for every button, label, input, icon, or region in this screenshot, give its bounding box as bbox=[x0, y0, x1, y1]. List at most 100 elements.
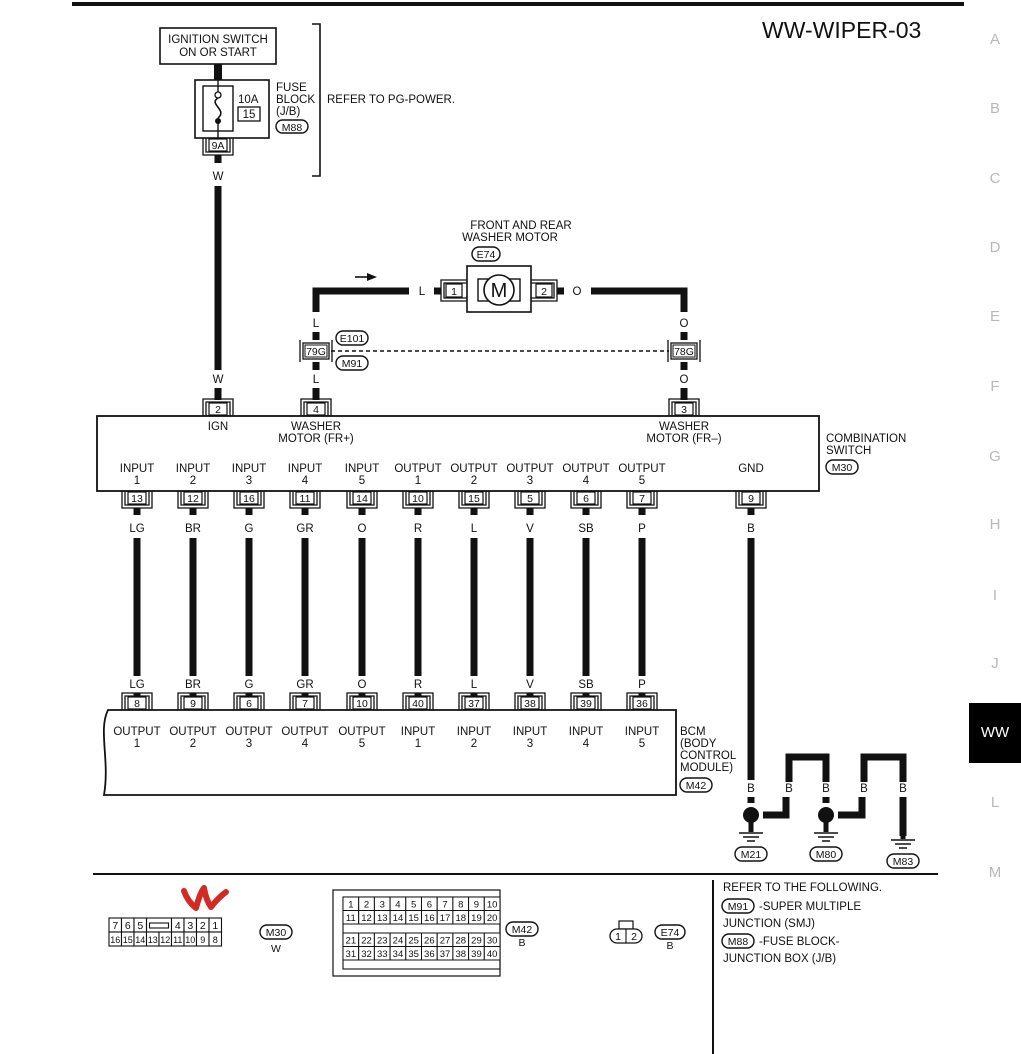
connector-pin bbox=[483, 910, 501, 925]
pin-label: INPUT bbox=[457, 726, 492, 738]
wire-color: P bbox=[638, 523, 646, 535]
pin-label: WASHER bbox=[291, 421, 341, 433]
page-code: WW-WIPER-03 bbox=[762, 17, 922, 43]
pin-number: 6 bbox=[427, 900, 432, 911]
pin-number: 20 bbox=[487, 913, 498, 924]
wire-color: O bbox=[573, 286, 582, 298]
section-tab-b[interactable]: B bbox=[989, 100, 1000, 117]
pin-number: 27 bbox=[440, 936, 451, 947]
terminal-outline bbox=[303, 401, 329, 416]
terminal-outline bbox=[626, 692, 658, 710]
connector-badge bbox=[275, 119, 309, 134]
terminal-box bbox=[408, 696, 428, 710]
terminal-number: 11 bbox=[300, 493, 311, 505]
pin-number: 29 bbox=[471, 936, 482, 947]
terminal bbox=[289, 692, 321, 710]
terminal-box bbox=[239, 696, 259, 710]
section-tab-j[interactable]: J bbox=[991, 655, 999, 672]
connector-badge-label: M83 bbox=[893, 856, 914, 868]
terminal-box bbox=[127, 696, 147, 710]
section-tab-f[interactable]: F bbox=[990, 378, 1000, 395]
terminal-outline bbox=[233, 692, 265, 710]
connector-badge bbox=[721, 898, 755, 914]
bracket bbox=[312, 23, 321, 177]
terminal-outline bbox=[514, 692, 546, 710]
terminal-number: 3 bbox=[681, 404, 687, 416]
wire-color: GR bbox=[296, 679, 313, 691]
terminal-number: 10 bbox=[412, 493, 424, 505]
pin-number: 33 bbox=[377, 949, 388, 960]
section-tab-ww[interactable]: WW bbox=[969, 703, 1021, 763]
connector-badge bbox=[809, 846, 843, 862]
section-tab-e[interactable]: E bbox=[989, 308, 1000, 325]
terminal-outline bbox=[531, 282, 555, 299]
component-name: CONTROL bbox=[680, 750, 737, 762]
section-tab-d[interactable]: D bbox=[989, 239, 1001, 256]
section-tab-c[interactable]: C bbox=[989, 170, 1001, 187]
section-tab-i[interactable]: I bbox=[992, 587, 998, 604]
pin-label: 5 bbox=[639, 738, 645, 750]
combination-switch bbox=[96, 415, 820, 492]
pin-number: 11 bbox=[346, 913, 356, 924]
pin-label: 2 bbox=[471, 475, 477, 487]
pin-number: 17 bbox=[440, 913, 451, 924]
fuse-label: (J/B) bbox=[276, 106, 300, 118]
pin-number: 10 bbox=[185, 935, 195, 945]
terminal-box bbox=[672, 344, 696, 358]
wire-color: O bbox=[680, 318, 689, 330]
connector-badge bbox=[335, 355, 369, 371]
wire-color: B bbox=[822, 783, 830, 795]
pin-label: OUTPUT bbox=[225, 726, 272, 738]
connector-badge-label: E74 bbox=[477, 249, 496, 261]
terminal-outline bbox=[177, 692, 209, 710]
terminal-box bbox=[464, 491, 484, 505]
pin-number: 12 bbox=[160, 935, 170, 945]
pin-label: 1 bbox=[415, 475, 421, 487]
component-name: SWITCH bbox=[826, 445, 871, 457]
pin-label: 3 bbox=[246, 738, 252, 750]
pin-label: INPUT bbox=[513, 726, 548, 738]
pin-label: OUTPUT bbox=[281, 726, 328, 738]
wire bbox=[591, 287, 688, 312]
wire-color: L bbox=[313, 318, 320, 330]
terminal bbox=[626, 692, 658, 710]
ignition-switch: IGNITION SWITCH ON OR START bbox=[159, 27, 277, 65]
ground-icon bbox=[814, 832, 838, 842]
wire-color: B bbox=[747, 783, 755, 795]
pin-label: INPUT bbox=[176, 463, 211, 475]
motor-symbol: M bbox=[491, 280, 508, 302]
connector-badge bbox=[679, 777, 713, 793]
pin-label: GND bbox=[738, 463, 764, 475]
wire-color: BR bbox=[185, 523, 201, 535]
terminal-number: 6 bbox=[583, 493, 589, 505]
pin-number: 31 bbox=[346, 949, 357, 960]
splice-point bbox=[818, 807, 834, 823]
annotation-mark bbox=[181, 885, 229, 911]
refer-title: REFER TO THE FOLLOWING. bbox=[723, 882, 882, 894]
pin-number: 1 bbox=[348, 900, 353, 911]
pin-number: 32 bbox=[361, 949, 372, 960]
terminal-number: 14 bbox=[356, 493, 368, 505]
section-tab-l[interactable]: L bbox=[990, 794, 1000, 811]
section-tab-g[interactable]: G bbox=[989, 448, 1001, 465]
section-tab-h[interactable]: H bbox=[989, 516, 1001, 533]
terminal-number: 40 bbox=[412, 698, 424, 710]
pin-number: 3 bbox=[380, 900, 385, 911]
terminal-number: 79G bbox=[306, 346, 326, 358]
connector-badge bbox=[721, 933, 755, 949]
section-tab-m[interactable]: M bbox=[988, 864, 1002, 881]
pin-number: 3 bbox=[187, 920, 193, 932]
terminal bbox=[121, 692, 153, 710]
terminal-outline bbox=[349, 695, 375, 710]
wire bbox=[785, 753, 830, 782]
terminal-box bbox=[208, 402, 228, 416]
connector-badge-label: M88 bbox=[282, 122, 303, 134]
terminal-outline bbox=[405, 695, 431, 710]
pin-number: 5 bbox=[137, 920, 143, 932]
terminal-outline bbox=[402, 692, 434, 710]
pin-number: 21 bbox=[346, 936, 357, 947]
component-name: BCM bbox=[680, 726, 706, 738]
pin-label: 4 bbox=[583, 475, 590, 487]
terminal-number: 9 bbox=[190, 698, 196, 710]
section-tab-a[interactable]: A bbox=[989, 31, 1000, 48]
